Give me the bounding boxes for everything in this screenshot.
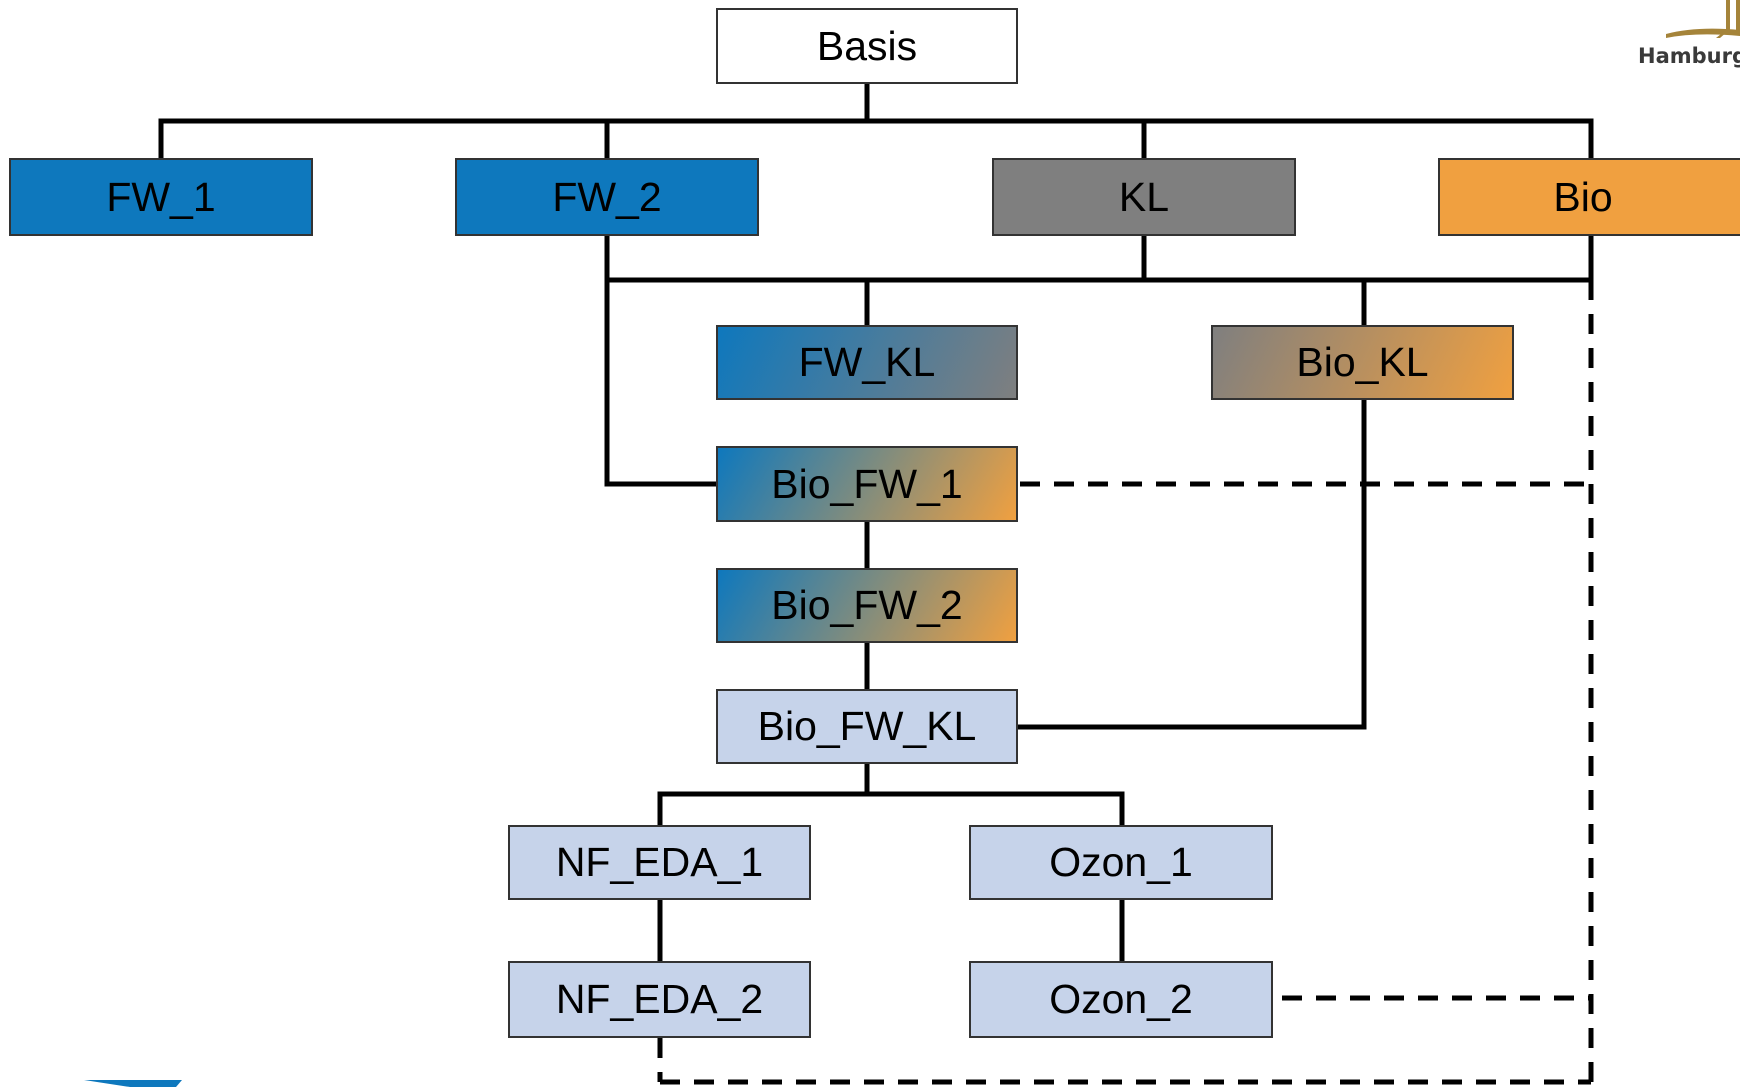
hamburger-logo: Hamburger — [1636, 0, 1740, 72]
node-bio-kl-label: Bio_KL — [1296, 339, 1429, 385]
node-fw-1: FW_1 — [9, 158, 313, 236]
node-bio-fw-kl: Bio_FW_KL — [716, 689, 1018, 764]
node-nf-eda-2-label: NF_EDA_2 — [555, 976, 764, 1022]
node-ozon-2-label: Ozon_2 — [1049, 976, 1193, 1022]
node-fw-kl: FW_KL — [716, 325, 1018, 400]
node-ozon-1-label: Ozon_1 — [1049, 839, 1193, 885]
node-ozon-1: Ozon_1 — [969, 825, 1273, 900]
hamburg-logo-icon — [1666, 0, 1740, 38]
node-bio: Bio — [1438, 158, 1740, 236]
node-nf-eda-1: NF_EDA_1 — [508, 825, 811, 900]
node-kl: KL — [992, 158, 1296, 236]
node-bio-fw-1-label: Bio_FW_1 — [771, 460, 963, 507]
node-basis: Basis — [716, 8, 1018, 84]
node-bio-kl: Bio_KL — [1211, 325, 1514, 400]
node-nf-eda-2: NF_EDA_2 — [508, 961, 811, 1038]
logo-text: Hamburger — [1638, 44, 1740, 68]
node-kl-label: KL — [1118, 173, 1170, 220]
node-fw-2: FW_2 — [455, 158, 759, 236]
connector-bio-kl-to-bio-fw-kl — [1015, 397, 1367, 730]
node-fw-kl-label: FW_KL — [798, 339, 936, 385]
blue-swoosh-icon — [84, 1080, 182, 1087]
node-bio-fw-2: Bio_FW_2 — [716, 568, 1018, 643]
node-bio-fw-1: Bio_FW_1 — [716, 446, 1018, 522]
node-bio-fw-2-label: Bio_FW_2 — [771, 582, 963, 628]
node-basis-label: Basis — [816, 22, 918, 69]
node-bio-fw-kl-label: Bio_FW_KL — [757, 703, 977, 749]
node-nf-eda-1-label: NF_EDA_1 — [555, 839, 764, 885]
node-ozon-2: Ozon_2 — [969, 961, 1273, 1038]
node-fw-2-label: FW_2 — [552, 173, 662, 220]
node-bio-label: Bio — [1553, 173, 1613, 220]
node-fw-1-label: FW_1 — [106, 173, 216, 220]
